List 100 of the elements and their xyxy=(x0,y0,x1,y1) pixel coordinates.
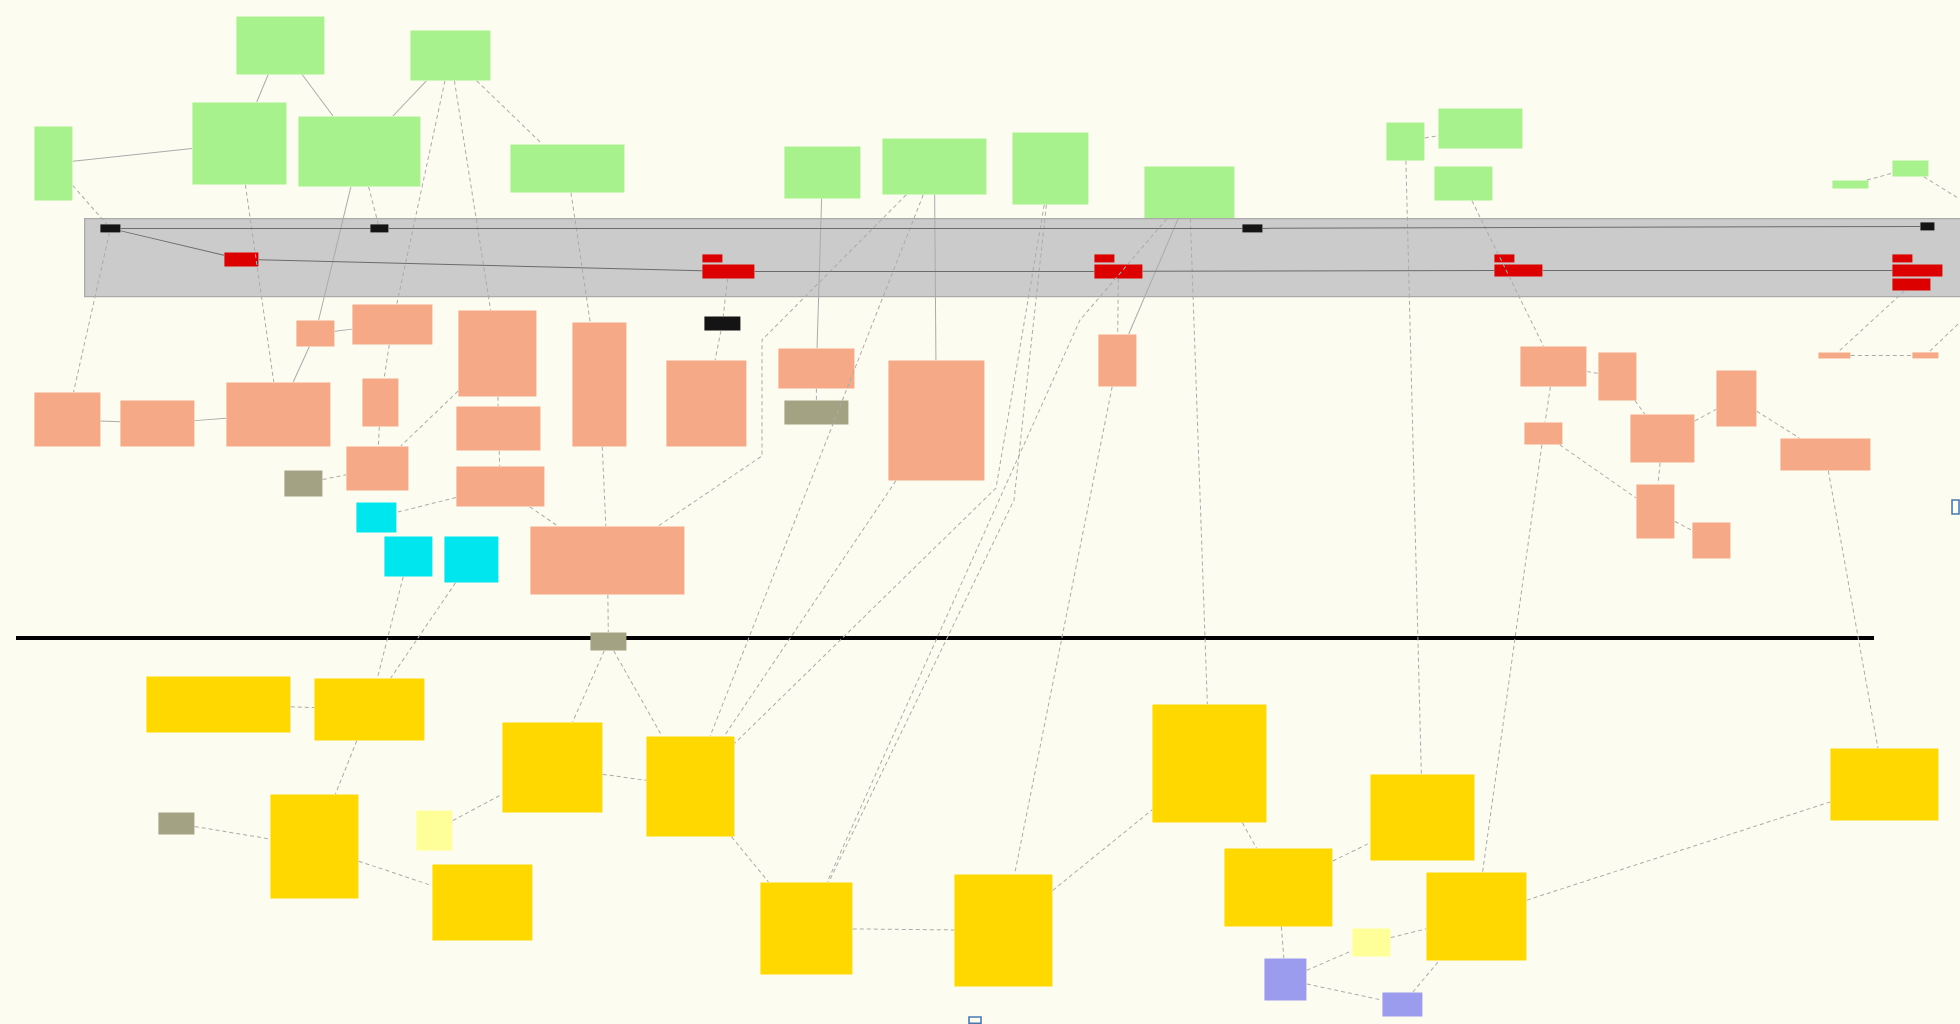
connector-line xyxy=(400,390,459,447)
connector-line xyxy=(714,330,722,361)
note-box xyxy=(226,382,331,447)
connector-line xyxy=(709,194,924,737)
note-box xyxy=(1524,422,1563,445)
connector-line xyxy=(1866,172,1893,181)
connector-line xyxy=(453,80,492,311)
connector-line xyxy=(1332,842,1371,862)
connector-line xyxy=(607,594,609,633)
note-box xyxy=(158,812,195,835)
note-box xyxy=(456,406,541,451)
note-box xyxy=(270,794,359,899)
connector-line xyxy=(318,186,352,321)
connector-line xyxy=(120,227,371,229)
connector-line xyxy=(1117,278,1119,335)
connector-line xyxy=(377,426,380,447)
connector-line xyxy=(368,186,379,225)
connector-line xyxy=(72,148,193,162)
tag-box xyxy=(1242,224,1263,233)
note-box xyxy=(1636,484,1675,539)
note-box xyxy=(1818,352,1851,359)
note-box xyxy=(1830,748,1939,821)
connector-line xyxy=(602,773,647,781)
note-box xyxy=(882,138,987,195)
connector-line xyxy=(754,270,1095,272)
note-box xyxy=(784,146,861,199)
note-box xyxy=(572,322,627,447)
note-box xyxy=(458,310,537,397)
note-box xyxy=(296,320,335,347)
connector-line xyxy=(358,860,433,887)
connector-line xyxy=(383,344,390,379)
connector-line xyxy=(1928,323,1959,353)
connector-line xyxy=(100,420,121,423)
connector-line xyxy=(1837,290,1905,353)
connector-line xyxy=(826,218,1168,883)
connector-line xyxy=(828,204,1047,883)
connector-line xyxy=(73,232,110,393)
connector-line xyxy=(476,80,543,145)
tag-box xyxy=(1920,222,1935,231)
note-box xyxy=(954,874,1053,987)
connector-line xyxy=(396,497,457,513)
note-box xyxy=(502,722,603,813)
connector-line xyxy=(1412,960,1440,993)
connector-line xyxy=(529,506,559,527)
note-box xyxy=(1630,414,1695,463)
connector-line xyxy=(1306,950,1353,971)
connector-line xyxy=(815,388,817,401)
connector-line xyxy=(1657,462,1661,485)
note-box xyxy=(760,882,853,975)
connector-line xyxy=(613,650,663,737)
note-box xyxy=(1370,774,1475,861)
connector-line xyxy=(1526,801,1831,901)
note-box xyxy=(356,502,397,533)
connector-line xyxy=(1306,983,1383,1001)
note-box xyxy=(1382,992,1423,1017)
connector-line xyxy=(301,74,334,117)
note-box xyxy=(352,304,433,345)
connector-line xyxy=(392,80,427,117)
connector-line xyxy=(1280,926,1285,959)
note-box xyxy=(298,116,421,187)
note-box xyxy=(416,810,453,851)
note-box xyxy=(778,348,855,389)
connector-line xyxy=(816,198,823,349)
note-box xyxy=(120,400,195,447)
note-box xyxy=(1832,180,1869,189)
note-box xyxy=(1352,928,1391,957)
connector-line xyxy=(497,396,499,407)
connector-line xyxy=(1128,218,1179,335)
note-box xyxy=(146,676,291,733)
note-box xyxy=(784,400,849,425)
note-box xyxy=(1598,352,1637,401)
note-box xyxy=(1152,704,1267,823)
connector-line xyxy=(1482,444,1543,873)
note-box xyxy=(590,632,627,651)
connector-line xyxy=(1694,408,1717,422)
note-box xyxy=(530,526,685,595)
note-box xyxy=(1098,334,1137,387)
note-box xyxy=(1912,352,1939,359)
tag-box xyxy=(100,224,121,233)
note-box xyxy=(1012,132,1089,205)
connector-line xyxy=(1674,520,1693,531)
connector-line xyxy=(572,650,605,723)
connector-line xyxy=(1390,928,1427,939)
note-box xyxy=(384,536,433,577)
event-box xyxy=(702,254,723,263)
connector-line xyxy=(376,576,404,679)
connector-line xyxy=(390,582,456,679)
connector-line xyxy=(244,184,275,383)
note-box xyxy=(284,470,323,497)
note-box xyxy=(666,360,747,447)
connector-line xyxy=(1241,822,1257,849)
timeline-band xyxy=(84,218,1960,298)
note-box xyxy=(1264,958,1307,1001)
connector-line xyxy=(120,230,225,256)
note-box xyxy=(888,360,985,481)
connector-line xyxy=(1471,200,1544,347)
connector-line xyxy=(1142,269,1495,272)
connector-line xyxy=(1424,135,1439,139)
note-box xyxy=(34,392,101,447)
note-box xyxy=(510,144,625,193)
